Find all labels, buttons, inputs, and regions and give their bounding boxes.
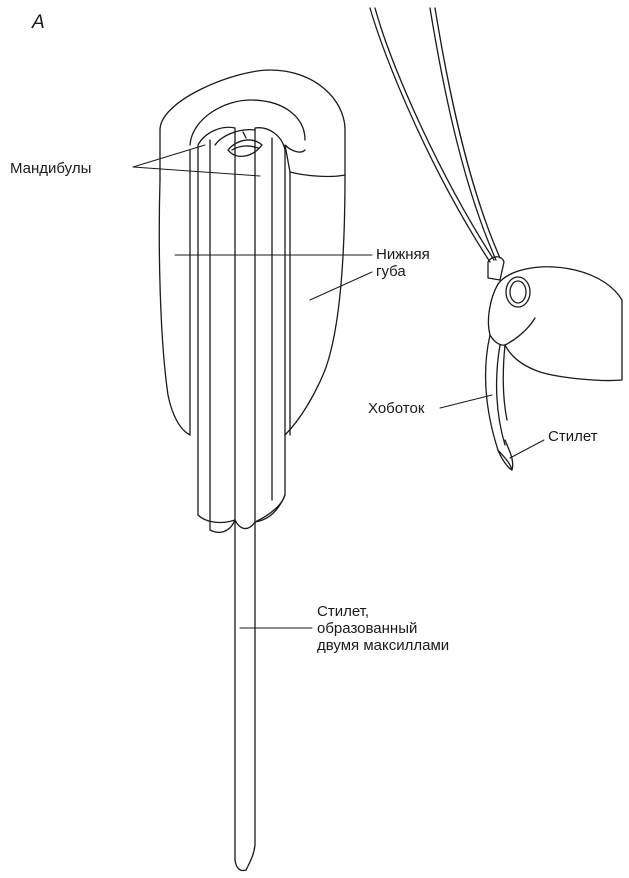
label-lower-lip-line1: Нижняя	[376, 246, 430, 263]
stylet-mid-line	[235, 520, 255, 529]
label-lower-lip: Нижняя губа	[376, 246, 430, 280]
label-proboscis: Хоботок	[368, 400, 424, 417]
sheath-right-wall	[285, 175, 345, 435]
sheath-left-wall	[159, 180, 190, 435]
label-mandibles: Мандибулы	[10, 160, 91, 177]
leader-lines	[133, 145, 372, 628]
leader-mandibles-2	[133, 167, 260, 176]
maxillary-stylet	[210, 495, 285, 871]
label-stylet-big-line1: Стилет,	[317, 603, 449, 620]
leader-proboscis	[440, 395, 492, 408]
head-capsule	[498, 267, 622, 381]
label-stylet-big: Стилет, образованный двумя максиллами	[317, 603, 449, 654]
lower-lip-sheath	[159, 70, 345, 435]
stylet-left-edge	[235, 520, 246, 871]
leader-stylet-small	[510, 440, 544, 458]
label-stylet-big-line2: образованный	[317, 620, 449, 637]
label-lower-lip-line2: губа	[376, 263, 430, 280]
sheath-top-inner-rim	[190, 100, 305, 145]
label-stylet-big-line3: двумя максиллами	[317, 637, 449, 654]
mandible-left	[198, 127, 235, 522]
mandible-right	[255, 128, 285, 522]
sheath-cut-face	[285, 130, 345, 176]
label-stylet-small: Стилет	[548, 428, 598, 445]
stylet-right-edge	[246, 522, 255, 870]
leader-mandibles-1	[133, 145, 205, 167]
mandibles	[198, 127, 285, 530]
